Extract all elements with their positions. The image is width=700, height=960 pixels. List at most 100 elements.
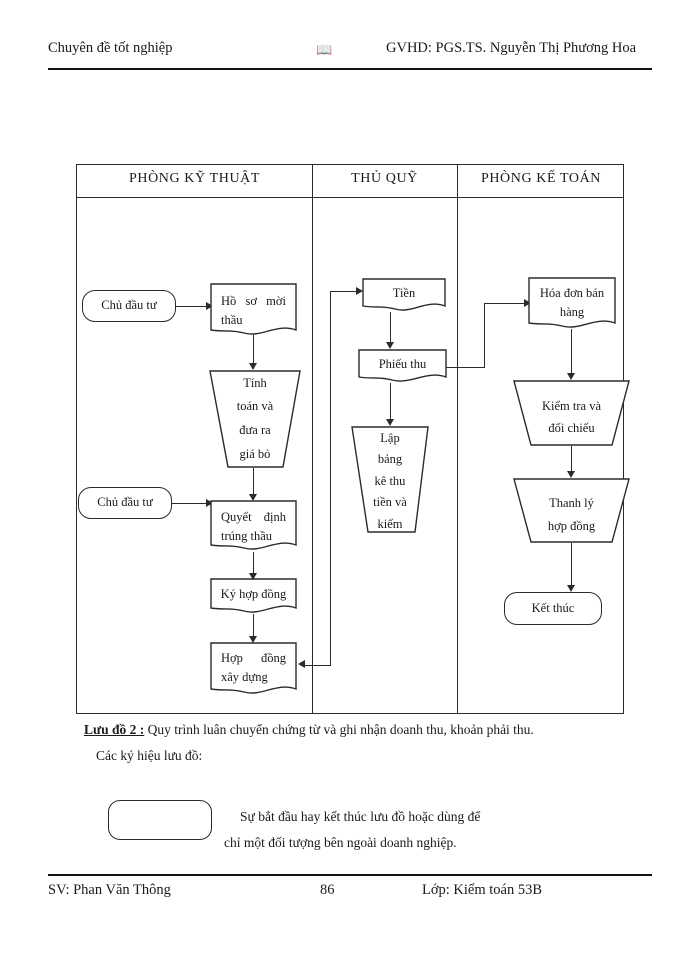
node-ket-thuc: Kết thúc: [504, 592, 602, 625]
arrowhead-down: [248, 636, 257, 643]
node-label-part: thầu: [221, 313, 243, 327]
caption-key: Lưu đồ 2 :: [84, 722, 145, 737]
node-label-line: toán và: [236, 399, 274, 414]
node-label: Lập bảng kê thu tiền và kiểm: [369, 428, 411, 533]
footer-rule: [48, 874, 652, 876]
arrowhead-right: [206, 498, 213, 507]
node-label-part: Hợp: [221, 650, 243, 665]
node-label-part: xây dựng: [221, 670, 268, 684]
footer-class: Lớp: Kiểm toán 53B: [422, 882, 543, 898]
node-thanh-ly-hop-dong: Thanh lý hợp đồng: [513, 478, 630, 543]
connector-phieuthu-to-hoadon-v: [484, 303, 486, 368]
page-footer: SV: Phan Văn Thông 86 Lớp: Kiểm toán 53B: [48, 882, 652, 906]
arrowhead-right: [356, 287, 363, 295]
arrowhead-down: [385, 419, 394, 426]
node-label-line: Thanh lý: [549, 496, 594, 510]
footer-page-number: 86: [320, 882, 335, 898]
node-label-line: Tính: [243, 375, 267, 390]
node-label-part: định: [263, 509, 286, 524]
node-label-part: Hồ: [221, 293, 237, 308]
node-label: Phiếu thu: [378, 356, 427, 371]
connector-hoadon-to-kiemtra: [571, 329, 573, 375]
connector-kyhopdong-to-hopdongxd: [253, 614, 255, 638]
node-label-line: đưa ra: [239, 423, 271, 437]
node-label: Hồ sơ mời thầu: [210, 292, 297, 331]
node-label-part: đồng: [261, 650, 286, 665]
node-label-line: kê thu: [374, 473, 406, 488]
node-label-part: Quyết: [221, 509, 252, 524]
lane-title-treasurer: THỦ QUỸ: [351, 171, 418, 186]
node-label-part: mời: [266, 293, 286, 308]
arrowhead-down: [566, 373, 575, 380]
legend-heading: Các ký hiệu lưu đồ:: [96, 748, 203, 763]
node-label: Kiểm tra và đối chiếu: [538, 395, 605, 440]
connector-tien-to-phieuthu: [390, 312, 392, 344]
node-label: Quyết định trúng thầu: [210, 508, 297, 547]
node-label-part: sơ: [245, 293, 257, 308]
arrowhead-right: [206, 301, 213, 310]
node-tien: Tiền: [362, 278, 446, 314]
node-hoa-don-ban-hang: Hóa đơn bán hàng: [528, 277, 616, 332]
caption-text: Quy trình luân chuyển chứng từ và ghi nh…: [144, 722, 534, 737]
node-label-line: Kiểm tra và: [541, 398, 601, 413]
node-chu-dau-tu-bottom: Chủ đầu tư: [78, 487, 172, 519]
legend-description-line: Sự bắt đầu hay kết thúc lưu đồ hoặc dùng…: [240, 809, 481, 824]
header-right-text: GVHD: PGS.TS. Nguyễn Thị Phương Hoa: [386, 40, 637, 56]
node-hop-dong-xay-dung: Hợp đồng xây dựng: [210, 642, 297, 698]
connector-quyetdinh-to-kyhopdong: [253, 552, 255, 575]
node-label-line: hợp đồng: [547, 518, 596, 533]
node-label-line: đối chiếu: [548, 421, 595, 435]
connector-loop-lower: [305, 664, 331, 666]
lane-divider-1: [312, 165, 313, 713]
arrowhead-down: [566, 471, 575, 478]
arrowhead-down: [566, 585, 575, 592]
arrowhead-left: [298, 660, 305, 668]
node-phieu-thu: Phiếu thu: [358, 349, 447, 385]
node-label-line: Hóa đơn bán: [539, 285, 605, 300]
node-label-line: kiểm: [377, 516, 403, 531]
page-header: Chuyên đề tốt nghiệp 📖 GVHD: PGS.TS. Ngu…: [48, 40, 652, 70]
legend-terminator-shape: [108, 800, 212, 840]
node-label: Chủ đầu tư: [101, 298, 157, 313]
lane-title-engineering: PHÒNG KỸ THUẬT: [128, 171, 261, 186]
legend-description-line: chỉ một đối tượng bên ngoài doanh nghiệp…: [224, 835, 457, 851]
node-label: Ký hợp đồng: [220, 586, 287, 601]
connector-phieuthu-to-lapbangke: [390, 383, 392, 421]
node-kiem-tra-doi-chieu: Kiểm tra và đối chiếu: [513, 380, 630, 446]
node-label-line: hàng: [559, 305, 585, 319]
node-label-line: giá bỏ: [239, 446, 271, 461]
connector-hoso-to-tinhtoan: [253, 335, 255, 365]
node-label: Kết thúc: [531, 600, 575, 615]
node-lap-bang-ke: Lập bảng kê thu tiền và kiểm: [351, 426, 429, 533]
node-ho-so-moi-thau: Hồ sơ mời thầu: [210, 283, 297, 339]
connector-tinhtoan-to-quyetdinh: [253, 468, 255, 496]
connector-kiemtra-to-thanhly: [571, 446, 573, 473]
lane-divider-2: [457, 165, 458, 713]
lane-title-accounting: PHÒNG KẾ TOÁN: [480, 171, 602, 186]
node-label: Thanh lý hợp đồng: [544, 492, 599, 537]
node-ky-hop-dong: Ký hợp đồng: [210, 578, 297, 616]
node-tinh-toan-gia-bo: Tính toán và đưa ra giá bỏ: [209, 370, 301, 468]
connector-phieuthu-to-hoadon-h2: [484, 303, 526, 305]
header-left-text: Chuyên đề tốt nghiệp: [48, 40, 173, 56]
legend-description: Sự bắt đầu hay kết thúc lưu đồ hoặc dùng…: [224, 804, 636, 857]
arrowhead-down: [248, 363, 257, 370]
node-label-line: Lập: [380, 430, 400, 445]
connector-phieuthu-to-hoadon-h1: [446, 367, 485, 369]
connector-loop-vertical: [330, 291, 332, 665]
arrowhead-down: [248, 494, 257, 501]
node-label-part: trúng thầu: [221, 529, 273, 543]
arrowhead-right: [524, 299, 531, 307]
arrowhead-down: [385, 342, 394, 349]
flowchart-swimlane-frame: PHÒNG KỸ THUẬT THỦ QUỸ PHÒNG KẾ TOÁN Chủ…: [76, 164, 630, 714]
node-label-line: tiền và: [373, 495, 407, 510]
connector-chudautu2-to-quyetdinh: [172, 502, 208, 504]
node-chu-dau-tu-top: Chủ đầu tư: [82, 290, 176, 322]
header-rule: [48, 68, 652, 70]
open-book-icon: 📖: [316, 42, 333, 57]
arrowhead-down: [248, 573, 257, 580]
connector-loop-upper: [330, 291, 358, 293]
lane-header-divider: [77, 197, 623, 198]
connector-thanhly-to-ketthuc: [571, 543, 573, 587]
